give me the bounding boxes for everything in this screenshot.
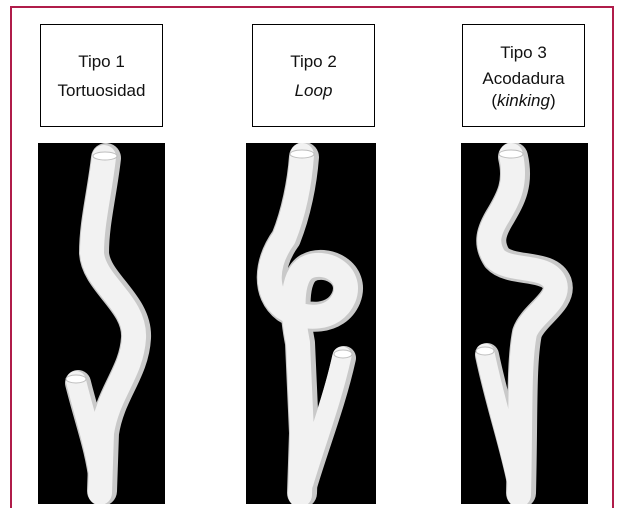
vessel-opening-top [93, 152, 117, 160]
type-2-title: Tipo 2 [290, 48, 337, 75]
type-2-vessel-image [246, 143, 376, 504]
loop-vessel-illustration [246, 143, 376, 504]
type-3-label-box: Tipo 3 Acodadura (kinking) [462, 24, 585, 127]
vessel-opening-top [290, 150, 314, 158]
type-1-label-box: Tipo 1 Tortuosidad [40, 24, 163, 127]
type-3-vessel-image [461, 143, 588, 504]
vessel-opening-branch [334, 350, 352, 358]
type-3-subtitle: Acodadura (kinking) [482, 68, 564, 112]
type-3-title: Tipo 3 [500, 39, 547, 66]
type-3-subtitle-main: Acodadura [482, 69, 564, 88]
vessel-branch [76, 381, 100, 483]
vessel-opening-branch [476, 347, 494, 355]
type-1-title: Tipo 1 [78, 48, 125, 75]
tortuosity-vessel-illustration [38, 143, 165, 504]
vessel-opening-branch [66, 375, 86, 383]
type-1-subtitle: Tortuosidad [58, 77, 146, 104]
type-2-label-box: Tipo 2 Loop [252, 24, 375, 127]
vessel-opening-top [499, 150, 523, 158]
type-3-paren-close: ) [550, 91, 556, 110]
type-2-subtitle: Loop [295, 77, 333, 104]
type-1-vessel-image [38, 143, 165, 504]
kinking-vessel-illustration [461, 143, 588, 504]
type-3-subtitle-italic: kinking [497, 91, 550, 110]
